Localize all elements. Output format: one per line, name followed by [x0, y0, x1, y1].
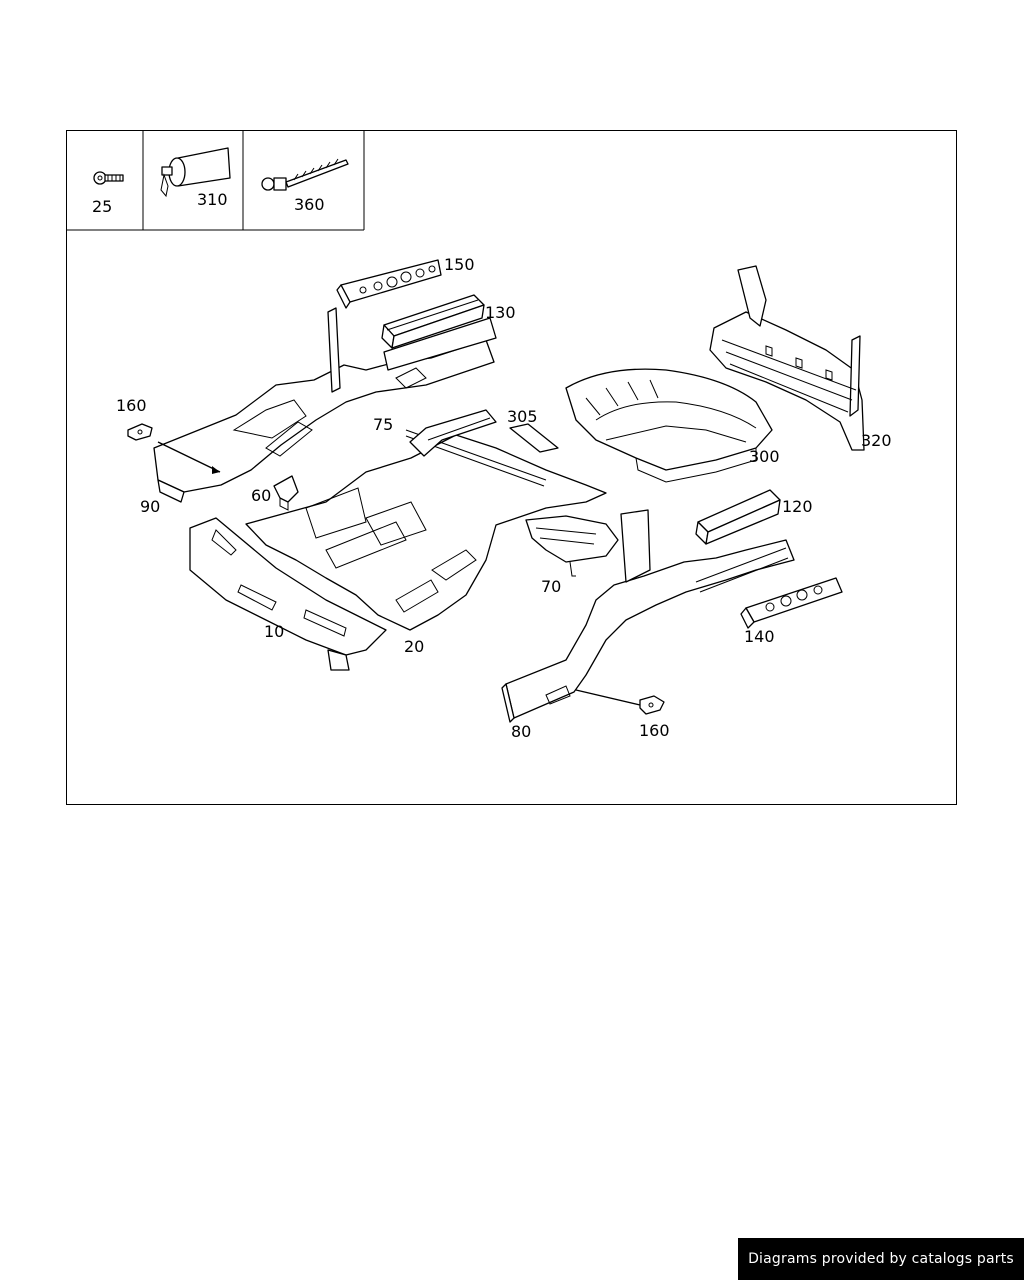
part-75-tunnel — [409, 409, 497, 457]
sealant-tube-icon — [160, 147, 231, 198]
part-160-bracket-right — [575, 689, 665, 715]
callout-70: 70 — [541, 577, 561, 596]
callout-140: 140 — [744, 627, 775, 646]
callout-120: 120 — [782, 497, 813, 516]
callout-80: 80 — [511, 722, 531, 741]
callout-305: 305 — [507, 407, 538, 426]
credit-text: Diagrams provided by catalogs parts — [748, 1251, 1014, 1267]
part-150-reinforcement — [336, 259, 442, 309]
screw-icon — [93, 171, 124, 185]
legend-code-360: 360 — [294, 195, 325, 214]
part-305-pad — [509, 423, 559, 453]
parts-diagram: 25 310 360 — [66, 130, 957, 805]
rivet-bolt-icon — [261, 158, 349, 191]
callout-320: 320 — [861, 431, 892, 450]
legend-code-310: 310 — [197, 190, 228, 209]
callout-160-left: 160 — [116, 396, 147, 415]
legend-panel: 25 310 360 — [66, 130, 365, 231]
callout-150: 150 — [444, 255, 475, 274]
part-80-rear-frame — [501, 509, 795, 723]
callout-90: 90 — [140, 497, 160, 516]
part-90-front-frame — [153, 307, 497, 503]
part-300-spare-wheel-well — [565, 368, 773, 483]
callout-60: 60 — [251, 486, 271, 505]
part-60-bracket — [273, 475, 299, 511]
part-10-crossmember — [189, 517, 387, 671]
part-130-channel — [381, 294, 485, 349]
callout-20: 20 — [404, 637, 424, 656]
callout-labels: 150 130 160 75 305 300 320 90 60 120 70 … — [116, 255, 892, 741]
part-140-reinforcement — [740, 577, 843, 629]
credit-banner: Diagrams provided by catalogs parts — [738, 1238, 1024, 1280]
part-160-bracket-left — [127, 423, 221, 474]
callout-300: 300 — [749, 447, 780, 466]
callout-160-right: 160 — [639, 721, 670, 740]
part-120-channel — [695, 489, 781, 545]
legend-code-25: 25 — [92, 197, 112, 216]
callout-10: 10 — [264, 622, 284, 641]
callout-75: 75 — [373, 415, 393, 434]
part-70-wheel-arch — [525, 515, 619, 577]
part-320-rear-panel — [709, 265, 865, 451]
callout-130: 130 — [485, 303, 516, 322]
